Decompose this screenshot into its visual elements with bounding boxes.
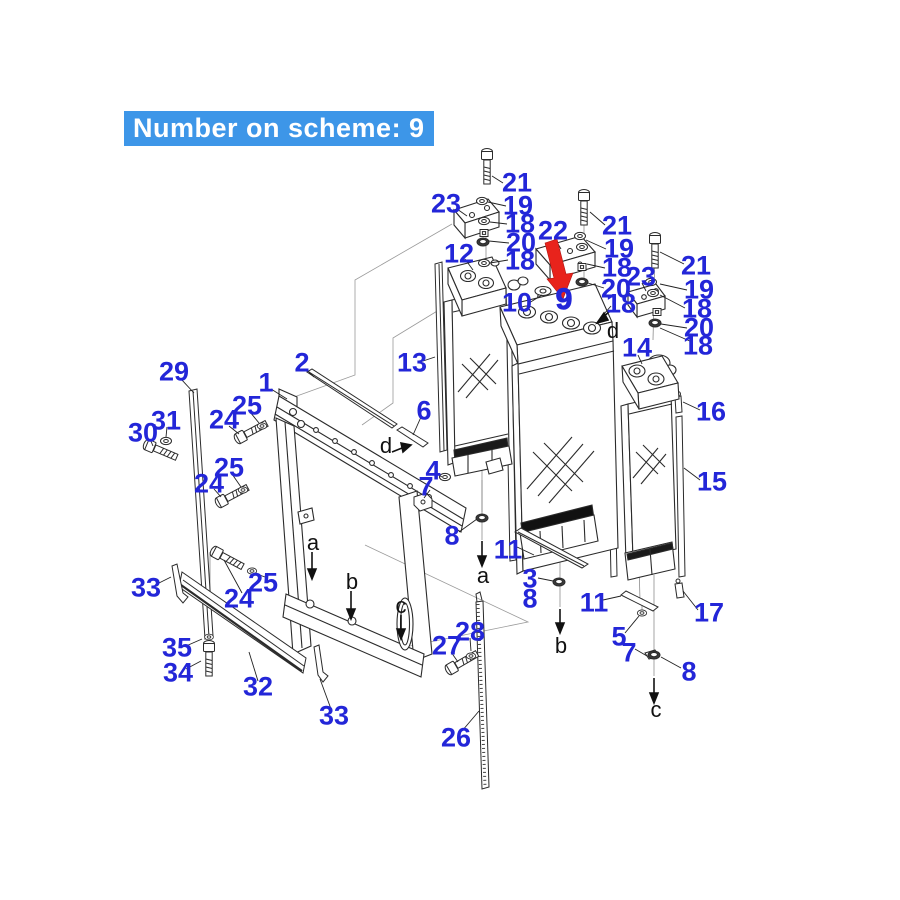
callout-24-43: 24: [223, 583, 255, 614]
callout-21-0: 21: [501, 167, 533, 198]
bracket-23-left: [453, 198, 500, 240]
callout-31-27: 31: [150, 405, 182, 436]
callout-20-19: 20: [683, 312, 715, 343]
strip-11-right: [620, 590, 659, 612]
scheme-banner: Number on scheme: 9: [124, 111, 434, 146]
bracket-33-right: [313, 644, 329, 683]
callout-19-17: 19: [683, 274, 715, 305]
direction-letter-b-4: b: [554, 633, 568, 658]
radiator-9: [499, 283, 619, 575]
bar-2: [306, 368, 398, 429]
bracket-33-left: [171, 563, 189, 604]
callout-12-6: 12: [443, 238, 475, 269]
highlight-arrow: [544, 238, 574, 300]
radiator-14: [620, 354, 680, 581]
leader-lines: [149, 175, 701, 732]
callout-25-44: 25: [247, 567, 279, 598]
callout-22-4: 22: [537, 215, 569, 246]
callout-25-29: 25: [231, 390, 263, 421]
callout-21-8: 21: [601, 210, 633, 241]
radiator-12: [443, 256, 529, 477]
callout-13-25: 13: [396, 347, 428, 378]
rod-17: [674, 578, 685, 599]
callout-17-55: 17: [693, 597, 725, 628]
bracket-23-right: [627, 283, 666, 319]
callout-18-13: 18: [605, 288, 637, 319]
callout-21-16: 21: [680, 250, 712, 281]
panel-32: [178, 571, 307, 674]
callout-20-5: 20: [505, 227, 537, 258]
callout-34-46: 34: [162, 657, 194, 688]
callout-24-28: 24: [208, 404, 240, 435]
callout-18-20: 18: [682, 330, 714, 361]
callout-7-53: 7: [621, 637, 637, 668]
strip-11-left: [514, 527, 589, 569]
bar-6: [396, 426, 429, 448]
callout-1-23: 1: [258, 367, 274, 398]
callout-20-12: 20: [600, 273, 632, 304]
callout-11-38: 11: [493, 534, 523, 565]
callout-19-1: 19: [502, 190, 534, 221]
callout-30-26: 30: [127, 417, 159, 448]
callout-9-15: 9: [555, 283, 573, 317]
direction-letter-b-1: b: [345, 569, 359, 594]
rod-15: [675, 415, 686, 578]
callout-11-41: 11: [579, 587, 609, 618]
callout-18-3: 18: [504, 208, 536, 239]
callout-18-7: 18: [504, 245, 536, 276]
callout-14-21: 14: [621, 332, 653, 363]
callout-15-34: 15: [696, 466, 728, 497]
callout-32-47: 32: [242, 671, 274, 702]
direction-letter-a-3: a: [476, 563, 490, 588]
callout-25-32: 25: [213, 452, 245, 483]
callout-33-48: 33: [318, 700, 350, 731]
callout-27-49: 27: [431, 630, 463, 661]
callout-33-42: 33: [130, 572, 162, 603]
callout-10-14: 10: [501, 287, 533, 318]
direction-letter-a-0: a: [306, 530, 320, 555]
callout-23-11: 23: [625, 261, 657, 292]
strip-13: [434, 261, 448, 453]
callout-5-52: 5: [611, 621, 627, 652]
callout-18-10: 18: [601, 252, 633, 283]
callout-4-35: 4: [425, 455, 441, 486]
callout-26-51: 26: [440, 722, 472, 753]
direction-letter-c-2: c: [395, 593, 407, 618]
callout-18-18: 18: [681, 293, 713, 324]
callout-28-50: 28: [454, 616, 486, 647]
callout-16-33: 16: [695, 396, 727, 427]
callout-24-31: 24: [193, 468, 225, 499]
callout-23-2: 23: [430, 188, 462, 219]
callout-8-40: 8: [522, 583, 538, 614]
letter-arrows: [306, 311, 660, 706]
strip-26: [475, 591, 490, 790]
callout-29-22: 29: [158, 356, 190, 387]
direction-letter-c-5: c: [650, 697, 662, 722]
callout-2-24: 2: [294, 347, 310, 378]
callout-7-36: 7: [418, 471, 434, 502]
direction-letter-d-7: d: [606, 318, 620, 343]
callout-19-9: 19: [603, 233, 635, 264]
direction-letter-d-6: d: [379, 433, 393, 458]
callout-35-45: 35: [161, 632, 193, 663]
callout-8-37: 8: [444, 520, 460, 551]
callout-3-39: 3: [522, 563, 538, 594]
callout-8-54: 8: [681, 656, 697, 687]
callout-6-30: 6: [416, 395, 432, 426]
